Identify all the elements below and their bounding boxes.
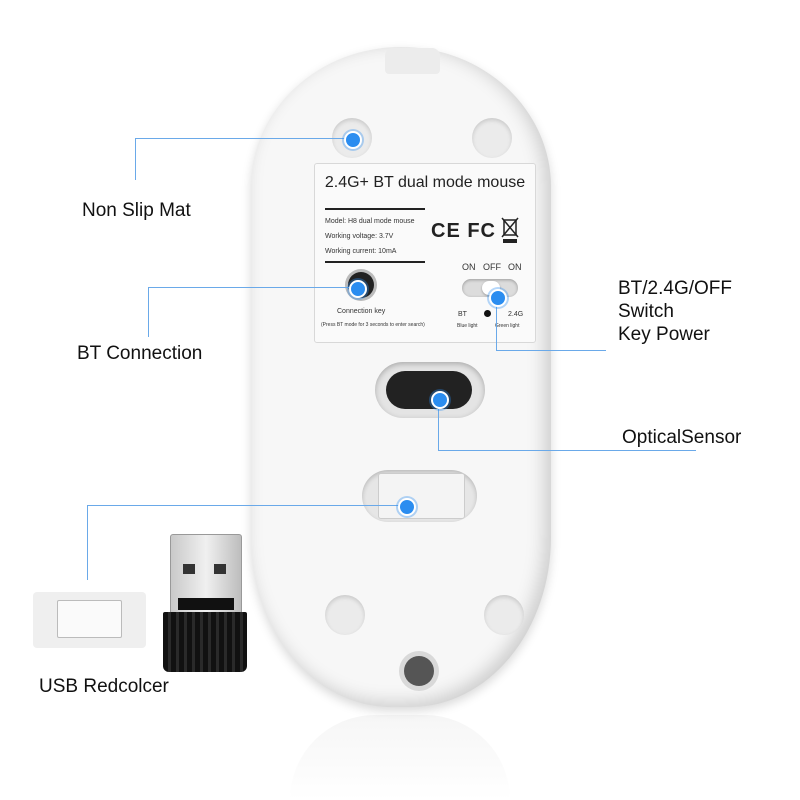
usb-connector-hole-right bbox=[214, 564, 226, 574]
callout-line-usb-h bbox=[87, 505, 405, 506]
callout-non-slip-mat: Non Slip Mat bbox=[82, 200, 191, 221]
callout-line-non-slip-h bbox=[135, 138, 351, 139]
callout-usb-receiver: USB Redcolcer bbox=[39, 676, 169, 697]
mouse-reflection bbox=[290, 715, 510, 800]
usb-connector-hole-left bbox=[183, 564, 195, 574]
connection-hint-label: (Press BT mode for 3 seconds to enter se… bbox=[321, 322, 425, 328]
mouse-top-bump bbox=[385, 48, 440, 74]
compartment-closeup-piece bbox=[57, 600, 122, 638]
usb-receiver-compartment bbox=[378, 473, 465, 519]
ce-fc-certification: CE FC bbox=[431, 220, 496, 242]
label-current: Working current: 10mA bbox=[325, 248, 397, 255]
marker-optical-sensor bbox=[431, 391, 449, 409]
weee-bin-icon bbox=[501, 216, 519, 244]
g24-mode-label: 2.4G bbox=[508, 311, 524, 318]
callout-line-switch-v bbox=[496, 296, 497, 350]
label-rule-bottom bbox=[325, 261, 425, 263]
marker-bt-connection bbox=[349, 280, 367, 298]
callout-switch-line1: BT/2.4G/OFF bbox=[618, 278, 733, 299]
callout-bt-connection: BT Connection bbox=[77, 343, 203, 364]
bt-mode-label: BT bbox=[458, 311, 467, 318]
switch-on-left-label: ON bbox=[462, 262, 476, 272]
callout-line-usb-v bbox=[87, 505, 88, 580]
label-voltage: Working voltage: 3.7V bbox=[325, 233, 394, 240]
blue-light-label: Blue light bbox=[457, 323, 478, 329]
label-rule-top bbox=[325, 208, 425, 210]
switch-off-label: OFF bbox=[483, 262, 501, 272]
callout-switch-line2: Switch bbox=[618, 301, 674, 322]
green-light-label: Green light bbox=[495, 323, 520, 329]
usb-receiver-body bbox=[163, 612, 247, 672]
marker-non-slip-mat bbox=[344, 131, 362, 149]
marker-switch bbox=[489, 289, 507, 307]
callout-line-switch-h bbox=[496, 350, 606, 351]
non-slip-pad-bottom-left bbox=[325, 595, 365, 635]
callout-switch-line3: Key Power bbox=[618, 324, 710, 345]
callout-line-sensor-h bbox=[438, 450, 696, 451]
optical-sensor-lens bbox=[386, 371, 472, 409]
marker-usb-compartment bbox=[398, 498, 416, 516]
non-slip-pad-bottom-right bbox=[484, 595, 524, 635]
indicator-led bbox=[484, 310, 491, 317]
callout-line-non-slip-v bbox=[135, 138, 136, 180]
label-model: Model: H8 dual mode mouse bbox=[325, 218, 415, 225]
callout-line-sensor-v bbox=[438, 398, 439, 450]
connection-key-label: Connection key bbox=[337, 308, 386, 315]
product-label: 2.4G+ BT dual mode mouse Model: H8 dual … bbox=[314, 163, 536, 343]
callout-optical-sensor: OpticalSensor bbox=[622, 427, 742, 448]
switch-on-right-label: ON bbox=[508, 262, 522, 272]
screw bbox=[404, 656, 434, 686]
non-slip-pad-top-right bbox=[472, 118, 512, 158]
usb-connector-tongue bbox=[178, 598, 234, 610]
callout-line-bt-v bbox=[148, 287, 149, 337]
callout-line-bt-h bbox=[148, 287, 356, 288]
label-title: 2.4G+ BT dual mode mouse bbox=[324, 174, 526, 191]
